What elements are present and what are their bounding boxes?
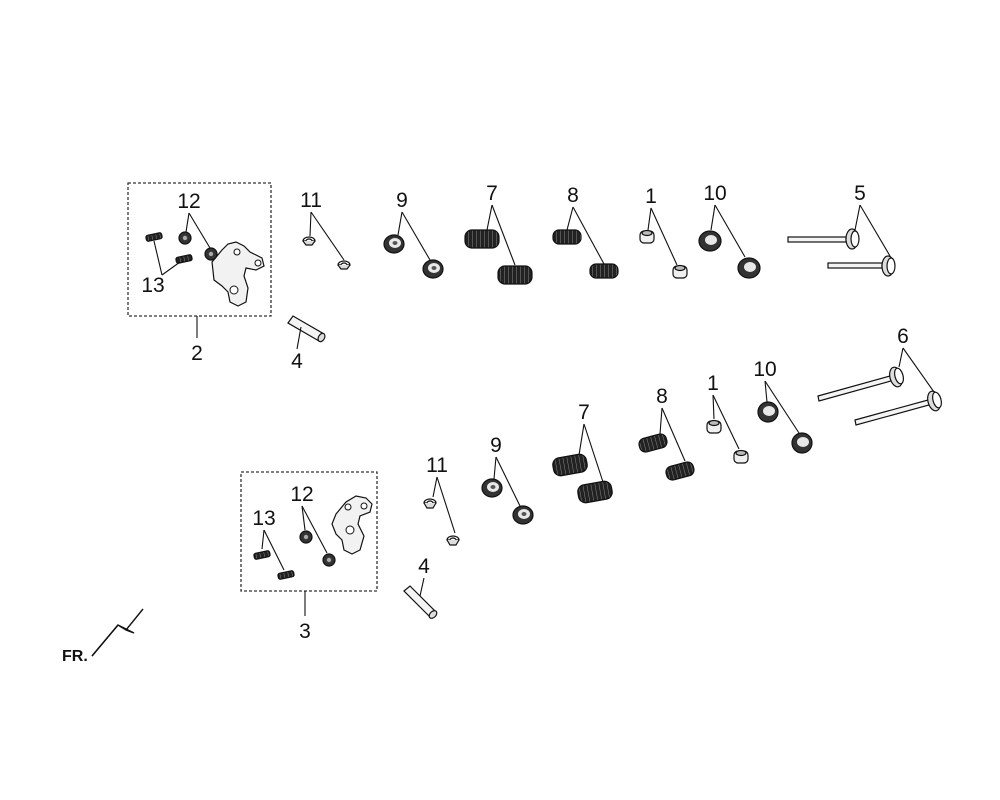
valve-stem-seal-lower-a xyxy=(706,419,722,434)
outer-valve-spring-lower-a xyxy=(552,453,588,477)
callout-9-upper: 9 xyxy=(396,189,408,212)
spring-retainer-upper-b xyxy=(422,259,444,279)
front-arrow-icon xyxy=(91,608,144,657)
inner-valve-spring-lower-b xyxy=(665,461,695,481)
nut-upper-b xyxy=(204,247,218,261)
intake-valve-upper-a xyxy=(787,228,860,250)
adjust-screw-upper-a xyxy=(145,232,163,242)
callout-12-lower: 12 xyxy=(290,483,313,506)
valve-stem-seal-upper-a xyxy=(639,229,655,244)
intake-valve-upper-b xyxy=(827,255,896,277)
callout-10-upper: 10 xyxy=(703,182,726,205)
callout-2: 2 xyxy=(191,342,203,365)
callout-13-upper: 13 xyxy=(141,274,164,297)
rocker-assembly-box-upper xyxy=(127,182,272,317)
callout-5: 5 xyxy=(854,182,866,205)
valve-cotter-lower-b xyxy=(446,535,460,546)
rocker-shaft-lower xyxy=(403,585,438,619)
callout-13-lower: 13 xyxy=(252,507,275,530)
callout-11-upper: 11 xyxy=(300,189,322,212)
valve-stem-seal-lower-b xyxy=(733,449,749,464)
adjust-screw-upper-b xyxy=(175,254,193,264)
valve-cotter-upper-b xyxy=(337,260,351,270)
rocker-assembly-box-lower xyxy=(240,471,378,592)
exhaust-valve-lower-b xyxy=(854,390,942,426)
callout-6: 6 xyxy=(897,325,909,348)
valve-stem-seal-upper-b xyxy=(672,264,688,279)
outer-valve-spring-upper-a xyxy=(464,229,500,249)
rocker-arm-upper xyxy=(211,241,265,307)
rocker-arm-lower xyxy=(331,495,373,555)
callout-1-upper: 1 xyxy=(645,185,657,208)
front-label: FR. xyxy=(62,648,88,665)
valve-cotter-lower-a xyxy=(423,498,437,509)
inner-valve-spring-upper-b xyxy=(589,263,619,279)
nut-lower-a xyxy=(299,530,313,544)
callout-7-lower: 7 xyxy=(578,401,590,424)
inner-valve-spring-lower-a xyxy=(638,433,668,453)
spring-retainer-lower-a xyxy=(481,478,503,498)
callout-8-upper: 8 xyxy=(567,184,579,207)
front-direction-indicator: FR. xyxy=(62,608,144,665)
callout-9-lower: 9 xyxy=(490,434,502,457)
rocker-shaft-upper xyxy=(287,315,326,343)
exhaust-valve-lower-a xyxy=(817,366,904,402)
callout-4-lower: 4 xyxy=(418,555,430,578)
inner-valve-spring-upper-a xyxy=(552,229,582,245)
nut-upper-a xyxy=(178,231,192,245)
outer-valve-spring-upper-b xyxy=(497,265,533,285)
callout-10-lower: 10 xyxy=(753,358,776,381)
adjust-screw-lower-b xyxy=(277,570,295,580)
spring-seat-lower-b xyxy=(791,432,813,454)
spring-seat-upper-b xyxy=(737,257,761,279)
spring-retainer-lower-b xyxy=(512,505,534,525)
valve-cotter-upper-a xyxy=(302,236,316,246)
adjust-screw-lower-a xyxy=(253,550,271,560)
outer-valve-spring-lower-b xyxy=(577,480,613,504)
spring-seat-lower-a xyxy=(757,401,779,423)
nut-lower-b xyxy=(322,553,336,567)
spring-seat-upper-a xyxy=(698,230,722,252)
callout-8-lower: 8 xyxy=(656,385,668,408)
callout-7-upper: 7 xyxy=(486,182,498,205)
callout-4-upper: 4 xyxy=(291,350,303,373)
spring-retainer-upper-a xyxy=(383,234,405,254)
callout-11-lower: 11 xyxy=(426,454,448,477)
callout-1-lower: 1 xyxy=(707,372,719,395)
callout-3: 3 xyxy=(299,620,311,643)
callout-12-upper: 12 xyxy=(177,190,200,213)
